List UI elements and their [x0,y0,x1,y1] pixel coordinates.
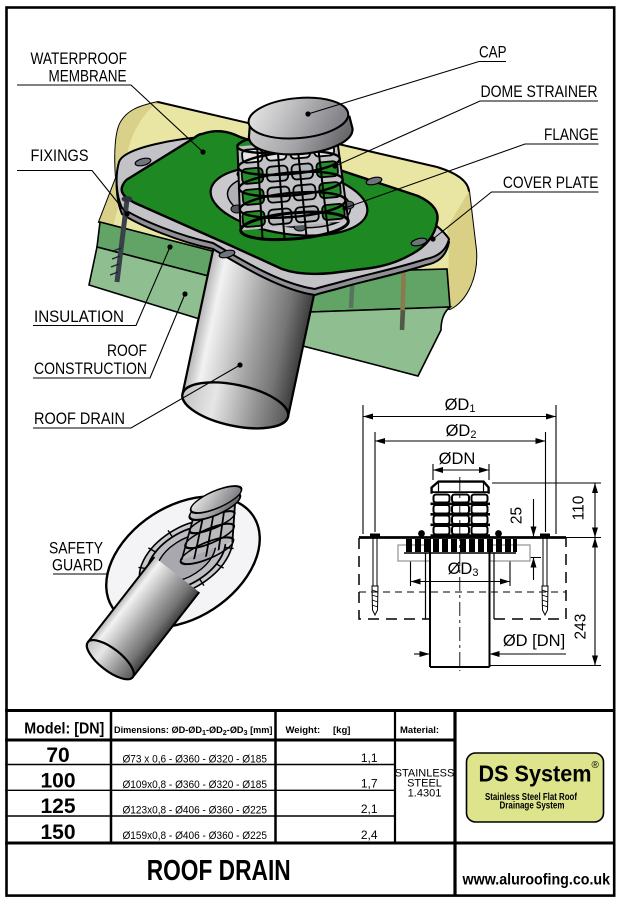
svg-text:ROOF DRAIN: ROOF DRAIN [147,855,291,887]
svg-text:100: 100 [40,770,75,793]
svg-text:ØD [DN]: ØD [DN] [503,632,565,650]
svg-text:www.aluroofing.co.uk: www.aluroofing.co.uk [462,872,610,889]
svg-text:[kg]: [kg] [333,725,350,736]
svg-text:Stainless Steel Flat Roof: Stainless Steel Flat Roof [485,792,578,803]
svg-text:1.4301: 1.4301 [408,788,442,800]
svg-text:ØD3: ØD3 [448,560,479,579]
svg-text:Ø109x0,8 - Ø360 - Ø320 - Ø185: Ø109x0,8 - Ø360 - Ø320 - Ø185 [122,779,267,791]
svg-text:Material:: Material: [400,725,439,736]
svg-text:STAINLESS: STAINLESS [395,768,455,780]
svg-text:CONSTRUCTION: CONSTRUCTION [34,359,147,378]
svg-text:243: 243 [573,614,590,640]
svg-text:WATERPROOF: WATERPROOF [31,49,128,68]
svg-text:ROOF DRAIN: ROOF DRAIN [34,409,125,428]
svg-text:ØD1: ØD1 [445,396,476,415]
svg-text:1,1: 1,1 [361,751,378,765]
svg-text:®: ® [592,760,600,771]
svg-text:Drainage System: Drainage System [500,801,565,812]
svg-text:2,4: 2,4 [361,828,378,842]
svg-text:INSULATION: INSULATION [34,307,124,326]
svg-text:ØD2: ØD2 [446,422,477,441]
svg-text:Weight:: Weight: [286,725,321,736]
svg-text:25: 25 [509,507,526,524]
svg-text:ROOF: ROOF [107,341,147,360]
svg-text:CAP: CAP [479,43,507,62]
svg-text:DOME STRAINER: DOME STRAINER [481,82,598,101]
svg-text:1,7: 1,7 [361,777,378,791]
svg-text:2,1: 2,1 [361,802,378,816]
svg-text:Ø123x0,8 - Ø406 - Ø360 - Ø225: Ø123x0,8 - Ø406 - Ø360 - Ø225 [122,805,267,817]
svg-text:70: 70 [46,744,69,767]
svg-text:125: 125 [40,795,75,818]
svg-text:FIXINGS: FIXINGS [31,146,89,165]
svg-text:Ø73 x 0,6 - Ø360 - Ø320 - Ø185: Ø73 x 0,6 - Ø360 - Ø320 - Ø185 [122,754,267,766]
svg-text:110: 110 [571,495,588,520]
svg-text:COVER PLATE: COVER PLATE [503,173,599,192]
svg-text:ØDN: ØDN [439,450,476,468]
svg-text:Ø159x0,8 - Ø406 - Ø360 - Ø225: Ø159x0,8 - Ø406 - Ø360 - Ø225 [122,830,267,842]
svg-text:MEMBRANE: MEMBRANE [49,67,127,86]
svg-text:FLANGE: FLANGE [544,125,599,144]
svg-text:150: 150 [40,821,75,844]
svg-text:GUARD: GUARD [52,556,103,575]
svg-text:STEEL: STEEL [407,778,442,790]
svg-text:Model: [DN]: Model: [DN] [24,721,104,738]
svg-text:SAFETY: SAFETY [49,539,103,558]
svg-text:Dimensions: ØD-ØD1-ØD2-ØD3 [mm: Dimensions: ØD-ØD1-ØD2-ØD3 [mm] [114,725,273,737]
svg-text:DS System: DS System [479,761,592,787]
